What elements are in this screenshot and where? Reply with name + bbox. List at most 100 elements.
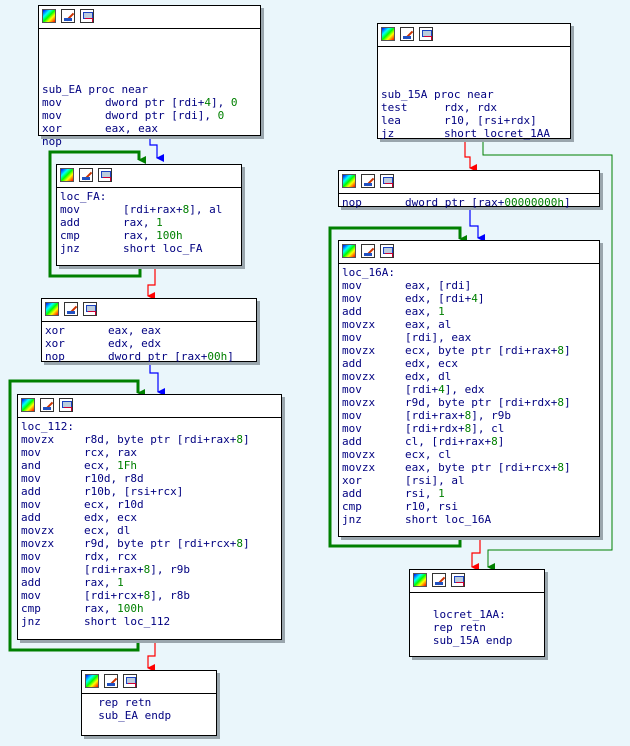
code-label: loc_16A:: [342, 266, 395, 279]
edit-comment-icon[interactable]: [61, 9, 75, 23]
operand: rdx, rcx: [84, 550, 137, 563]
code-label: rep retn: [413, 621, 486, 634]
edit-comment-icon[interactable]: [64, 302, 78, 316]
operand: short locret_1AA: [444, 127, 550, 140]
operand: [rdi], eax: [405, 331, 472, 344]
operand: short loc_FA: [123, 242, 203, 255]
code-block-sub-ea-end[interactable]: rep retn sub_EA endp: [81, 670, 217, 736]
code-line: sub_15A proc near: [381, 88, 567, 101]
operand: edx, ecx: [405, 357, 458, 370]
graph-colors-icon[interactable]: [85, 674, 99, 688]
graph-colors-icon[interactable]: [21, 398, 35, 412]
edit-comment-icon[interactable]: [104, 674, 118, 688]
node-header: [42, 299, 256, 322]
code-label: loc_FA:: [60, 190, 107, 203]
operand-number: 4: [438, 383, 445, 396]
operand: ]: [242, 433, 250, 446]
mnemonic: mov: [21, 589, 41, 602]
graph-colors-icon[interactable]: [413, 573, 427, 587]
node-display-icon[interactable]: [98, 168, 112, 182]
node-display-icon[interactable]: [59, 398, 73, 412]
operand: short loc_112: [84, 615, 171, 628]
operand-number: 1: [438, 305, 445, 318]
graph-colors-icon[interactable]: [60, 168, 74, 182]
operand: [rdi+rdx+: [405, 422, 465, 435]
edit-comment-icon[interactable]: [361, 244, 375, 258]
code-line: mov[rdi+rax+8], r9b: [342, 409, 596, 422]
graph-colors-icon[interactable]: [45, 302, 59, 316]
code-line: locret_1AA:: [413, 608, 541, 621]
operand-number: 1: [117, 576, 124, 589]
edit-comment-icon[interactable]: [40, 398, 54, 412]
operand: ecx, r10d: [84, 498, 144, 511]
node-display-icon[interactable]: [83, 302, 97, 316]
mnemonic: nop: [342, 196, 362, 209]
graph-colors-icon[interactable]: [342, 244, 356, 258]
operand: edx, ecx: [84, 511, 137, 524]
mnemonic: jnz: [60, 242, 80, 255]
graph-colors-icon[interactable]: [42, 9, 56, 23]
code-line: [413, 595, 541, 608]
node-display-icon[interactable]: [380, 174, 394, 188]
operand: edx, edx: [108, 337, 161, 350]
mnemonic: mov: [21, 472, 41, 485]
operand: ]: [563, 344, 571, 357]
operand: ], r8b: [150, 589, 190, 602]
node-header: [39, 6, 260, 29]
operand: ]: [497, 435, 505, 448]
operand: eax, [rdi]: [405, 279, 472, 292]
node-display-icon[interactable]: [80, 9, 94, 23]
edge-loc112-loop: [8, 379, 145, 652]
mnemonic: add: [342, 305, 362, 318]
edit-comment-icon[interactable]: [400, 27, 414, 41]
edit-comment-icon[interactable]: [79, 168, 93, 182]
operand: ]: [563, 396, 571, 409]
mnemonic: test: [381, 101, 408, 114]
code-label: sub_EA endp: [85, 709, 172, 722]
mnemonic: movzx: [342, 461, 376, 474]
operand: ], r9b: [471, 409, 511, 422]
graph-colors-icon[interactable]: [342, 174, 356, 188]
node-display-icon[interactable]: [451, 573, 465, 587]
operand: r10b, [rsi+rcx]: [84, 485, 184, 498]
operand-number: 1Fh: [117, 459, 137, 472]
operand-number: 0: [217, 109, 225, 122]
code-label: locret_1AA:: [413, 608, 506, 621]
operand-number: 0: [230, 96, 238, 109]
node-display-icon[interactable]: [123, 674, 137, 688]
mnemonic: mov: [21, 550, 41, 563]
node-display-icon[interactable]: [419, 27, 433, 41]
edge-locfa-next: [147, 266, 156, 300]
mnemonic: nop: [45, 350, 65, 363]
code-line: [381, 49, 567, 62]
edit-comment-icon[interactable]: [361, 174, 375, 188]
node-header: [82, 671, 216, 694]
graph-colors-icon[interactable]: [381, 27, 395, 41]
operand-number: 4: [204, 96, 211, 109]
mnemonic: add: [342, 487, 362, 500]
code-line: sub_EA proc near: [42, 83, 257, 96]
code-block-locret-1aa[interactable]: locret_1AA: rep retn sub_15A endp: [409, 569, 545, 657]
mnemonic: jz: [381, 127, 395, 140]
mnemonic: mov: [21, 446, 41, 459]
edit-comment-icon[interactable]: [432, 573, 446, 587]
node-display-icon[interactable]: [380, 244, 394, 258]
operand: r9d, byte ptr [rdi+rcx+: [84, 537, 237, 550]
code-label: loc_112:: [21, 420, 74, 433]
